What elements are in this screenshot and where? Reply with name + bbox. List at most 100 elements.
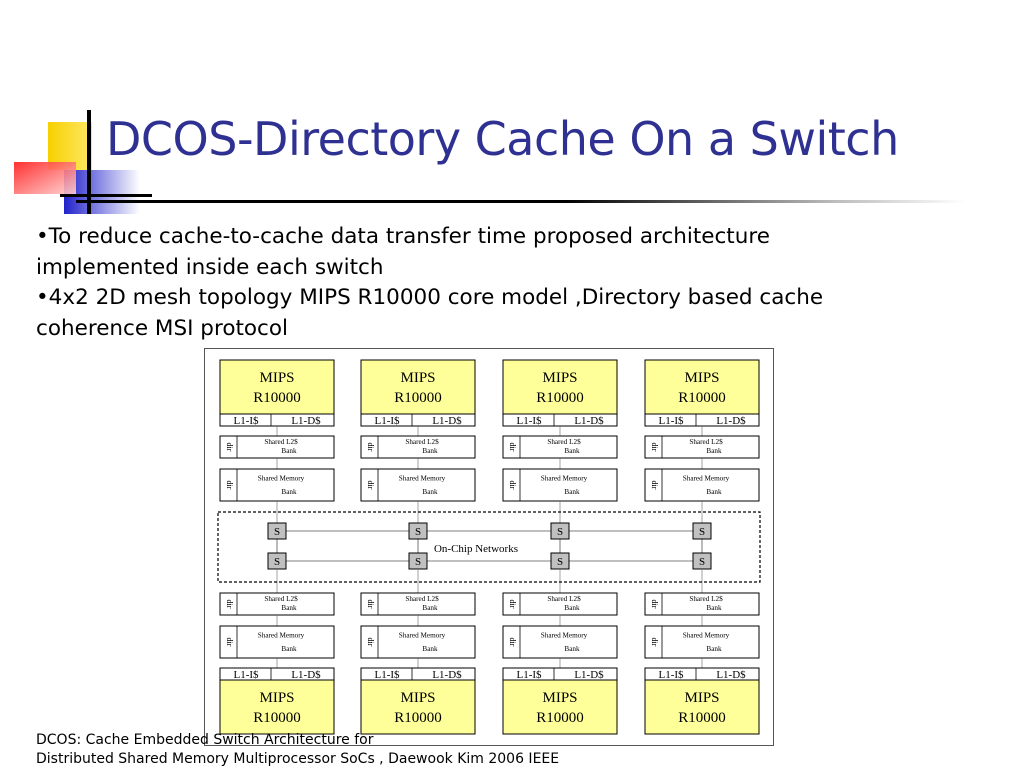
- dir-label: dir: [225, 443, 234, 452]
- dir-label: dir: [650, 638, 659, 647]
- shared-memory-bank-box: [644, 468, 760, 502]
- l1-dcache-label: L1-D$: [432, 415, 462, 427]
- cpu-core-box: [502, 359, 618, 415]
- l1-icache-label: L1-I$: [374, 669, 400, 681]
- shared-memory-bank-label: Shared Memory: [541, 632, 588, 640]
- shared-memory-bank-box: [644, 625, 760, 659]
- citation-line: Distributed Shared Memory Multiprocessor…: [36, 751, 560, 767]
- switch-label: S: [274, 556, 280, 568]
- shared-memory-bank-label: Bank: [281, 645, 297, 653]
- cpu-core-label: R10000: [678, 390, 726, 406]
- cpu-core-box: [502, 679, 618, 735]
- shared-memory-bank-label: Shared Memory: [541, 475, 588, 483]
- l1-icache-label: L1-I$: [516, 415, 542, 427]
- switch-node: [692, 552, 712, 570]
- shared-memory-bank-box: [502, 625, 618, 659]
- corner-decoration: [14, 108, 154, 218]
- shared-memory-bank-label: Shared Memory: [683, 632, 730, 640]
- shared-l2-bank-label: Shared L2$: [547, 595, 581, 603]
- bullet-item: •To reduce cache-to-cache data transfer …: [36, 224, 770, 280]
- l1-icache-label: L1-I$: [374, 415, 400, 427]
- cpu-core-box: [360, 679, 476, 735]
- dir-label: dir: [508, 481, 517, 490]
- cpu-core-label: R10000: [253, 710, 301, 726]
- shared-memory-bank-label: Bank: [564, 645, 580, 653]
- shared-memory-bank-box: [360, 468, 476, 502]
- network-label: On-Chip Networks: [434, 543, 518, 555]
- l1-dcache-label: L1-D$: [574, 415, 604, 427]
- l1-icache-label: L1-I$: [233, 669, 259, 681]
- l1-icache-label: L1-I$: [658, 415, 684, 427]
- shared-l2-bank-label: Bank: [706, 447, 722, 455]
- dir-label: dir: [225, 638, 234, 647]
- dir-label: dir: [508, 638, 517, 647]
- cpu-core-label: MIPS: [400, 370, 435, 386]
- shared-l2-bank-label: Shared L2$: [689, 438, 723, 446]
- shared-l2-bank-label: Bank: [564, 604, 580, 612]
- shared-l2-bank-label: Bank: [281, 604, 297, 612]
- switch-node: [550, 552, 570, 570]
- l1-dcache-label: L1-D$: [291, 669, 321, 681]
- shared-memory-bank-label: Shared Memory: [258, 632, 305, 640]
- shared-l2-bank-label: Shared L2$: [547, 438, 581, 446]
- cpu-core-label: MIPS: [259, 370, 294, 386]
- shared-memory-bank-label: Shared Memory: [399, 632, 446, 640]
- switch-label: S: [415, 526, 421, 538]
- title-divider: [76, 200, 966, 203]
- l1-dcache-label: L1-D$: [716, 669, 746, 681]
- dir-label: dir: [366, 638, 375, 647]
- dir-label: dir: [508, 443, 517, 452]
- switch-node: [692, 522, 712, 540]
- switch-label: S: [699, 526, 705, 538]
- switch-node: [550, 522, 570, 540]
- switch-label: S: [557, 526, 563, 538]
- shared-memory-bank-label: Bank: [422, 488, 438, 496]
- dir-label: dir: [366, 600, 375, 609]
- shared-l2-bank-label: Shared L2$: [405, 438, 439, 446]
- l1-icache-label: L1-I$: [516, 669, 542, 681]
- citation-line: DCOS: Cache Embedded Switch Architecture…: [36, 732, 374, 748]
- cpu-core-label: R10000: [678, 710, 726, 726]
- cpu-core-label: MIPS: [542, 370, 577, 386]
- shared-l2-bank-label: Shared L2$: [689, 595, 723, 603]
- shared-memory-bank-label: Bank: [422, 645, 438, 653]
- switch-label: S: [699, 556, 705, 568]
- cpu-core-label: R10000: [536, 710, 584, 726]
- on-chip-network-region: [217, 511, 761, 583]
- cpu-core-label: MIPS: [400, 690, 435, 706]
- cpu-core-label: MIPS: [259, 690, 294, 706]
- dir-label: dir: [650, 443, 659, 452]
- cpu-core-box: [360, 359, 476, 415]
- shared-l2-bank-label: Bank: [422, 447, 438, 455]
- cpu-core-label: R10000: [536, 390, 584, 406]
- shared-memory-bank-box: [219, 468, 335, 502]
- l1-dcache-label: L1-D$: [574, 669, 604, 681]
- cpu-core-label: R10000: [394, 710, 442, 726]
- shared-memory-bank-label: Shared Memory: [399, 475, 446, 483]
- switch-node: [408, 552, 428, 570]
- citation: DCOS: Cache Embedded Switch Architecture…: [36, 731, 559, 769]
- shared-l2-bank-label: Bank: [422, 604, 438, 612]
- switch-node: [267, 552, 287, 570]
- cpu-core-box: [219, 679, 335, 735]
- l1-dcache-label: L1-D$: [432, 669, 462, 681]
- shared-memory-bank-label: Bank: [706, 645, 722, 653]
- dir-label: dir: [366, 481, 375, 490]
- l1-dcache-label: L1-D$: [291, 415, 321, 427]
- switch-node: [267, 522, 287, 540]
- l1-icache-label: L1-I$: [233, 415, 259, 427]
- cpu-core-label: MIPS: [684, 370, 719, 386]
- shared-l2-bank-label: Bank: [281, 447, 297, 455]
- shared-memory-bank-label: Shared Memory: [258, 475, 305, 483]
- bullet-list: •To reduce cache-to-cache data transfer …: [36, 222, 896, 344]
- l1-dcache-label: L1-D$: [716, 415, 746, 427]
- switch-node: [408, 522, 428, 540]
